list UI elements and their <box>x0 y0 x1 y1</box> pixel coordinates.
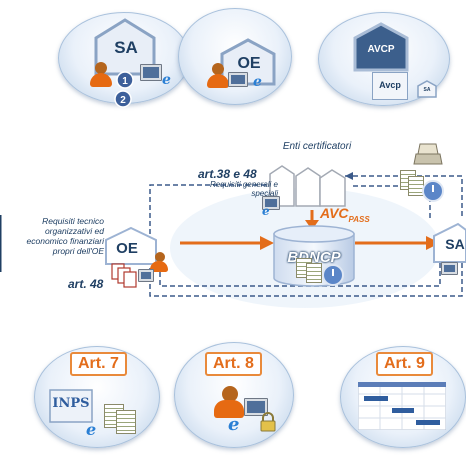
person-icon <box>155 252 165 262</box>
avcpass-sub: PASS <box>348 214 370 224</box>
monitor-icon <box>262 196 280 210</box>
svg-text:1: 1 <box>122 76 128 87</box>
person-icon <box>222 386 238 402</box>
monitor-icon <box>140 64 162 81</box>
requisiti-tecnico-label: Requisiti tecnico organizzativi ed econo… <box>26 216 104 256</box>
sa-small-house-label: SA <box>423 87 431 93</box>
art9-badge: Art. 9 <box>376 352 433 376</box>
requisiti-generali-label: Requisiti generali e speciali <box>209 180 278 198</box>
printer-icon <box>413 143 443 165</box>
document-icon <box>116 410 136 434</box>
person-body <box>207 74 229 88</box>
ie-browser-icon: e <box>162 72 171 88</box>
ie-browser-icon: e <box>262 204 270 218</box>
avcp-house-label: AVCP <box>367 44 395 55</box>
document-icon <box>306 263 322 283</box>
art8-badge: Art. 8 <box>205 352 262 376</box>
stopwatch-icon <box>422 180 444 202</box>
sa-house-label: SA <box>114 38 138 57</box>
sa-right-label: SA <box>445 236 465 252</box>
monitor-icon <box>441 262 458 275</box>
documents-icon <box>111 263 137 288</box>
art7-badge: Art. 7 <box>70 352 127 376</box>
avcp-card-icon: Avcp <box>372 72 408 100</box>
person-body <box>214 400 244 418</box>
person-body <box>150 261 168 272</box>
avcp-house-icon <box>353 22 409 72</box>
art48-label: art. 48 <box>68 277 104 291</box>
padlock-icon <box>260 412 276 432</box>
ie-browser-icon: e <box>253 74 262 90</box>
monitor-icon <box>228 72 248 87</box>
enti-certificatori-label: Enti certificatori <box>282 141 352 152</box>
certifier-houses-icon <box>269 165 346 207</box>
sa-small-house-icon <box>417 80 437 98</box>
oe-middle-house-icon <box>105 226 157 265</box>
oe-middle-label: OE <box>116 240 138 257</box>
monitor-icon <box>138 269 154 282</box>
art38-label: art.38 e 48 <box>198 167 257 181</box>
person-body <box>90 73 112 87</box>
avcpass-main: AVC <box>320 205 349 221</box>
stopwatch-icon <box>322 264 344 286</box>
ie-browser-icon: e <box>86 420 97 439</box>
svg-text:2: 2 <box>120 95 126 106</box>
bdncp-database-icon <box>273 225 355 287</box>
inps-building-icon <box>49 389 93 423</box>
inps-label: INPS <box>52 396 90 411</box>
gantt-chart-icon <box>358 382 446 430</box>
oe-house-label: OE <box>237 55 261 72</box>
person-icon <box>95 62 107 74</box>
avcpass-label: AVCPASS <box>320 205 370 224</box>
ie-browser-icon: e <box>228 414 240 435</box>
person-icon <box>212 63 224 75</box>
avcp-card-label: Avcp <box>379 80 401 90</box>
ribbon-badge-icon: 1 2 <box>114 71 134 108</box>
monitor-icon <box>244 398 268 416</box>
